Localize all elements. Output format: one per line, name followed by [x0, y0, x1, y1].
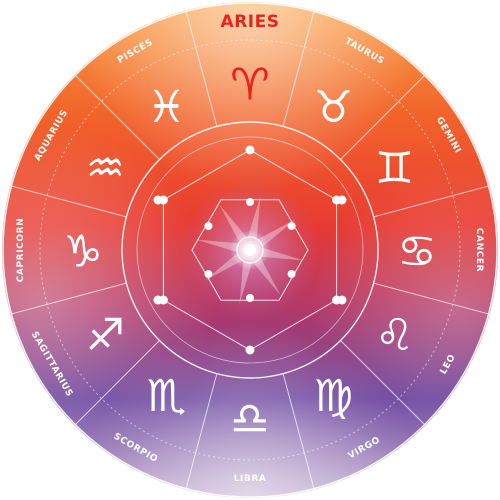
aquarius-icon[interactable]: ♒	[86, 143, 125, 194]
sign-divider	[74, 74, 160, 160]
leo-icon[interactable]: ♌	[375, 310, 414, 361]
pisces-icon[interactable]: ♓	[147, 82, 186, 133]
diagram-node	[245, 145, 255, 155]
sign-divider	[185, 11, 218, 127]
sign-divider	[340, 340, 426, 426]
diagram-node	[153, 295, 163, 305]
diagram-nodes	[153, 145, 347, 355]
sign-label-aries[interactable]: ARIES	[221, 12, 280, 32]
sign-divider	[282, 11, 315, 127]
diagram-node	[287, 222, 296, 230]
diagram-node	[246, 198, 254, 206]
capricorn-icon[interactable]: ♑	[63, 227, 102, 278]
center-diagram	[153, 145, 347, 355]
sign-divider	[373, 185, 489, 218]
sign-divider	[11, 282, 127, 315]
diagram-node	[337, 195, 347, 205]
virgo-icon[interactable]: ♍	[314, 371, 353, 422]
diagram-node	[204, 222, 213, 230]
sign-label-libra[interactable]: LIBRA	[234, 474, 267, 484]
taurus-icon[interactable]: ♉	[314, 82, 353, 133]
scorpio-icon[interactable]: ♏	[147, 371, 186, 422]
sign-divider	[185, 373, 218, 489]
diagram-node	[204, 270, 213, 278]
diagram-node	[337, 295, 347, 305]
sign-label-cancer[interactable]: CANCER	[474, 228, 484, 272]
cancer-icon[interactable]: ♋	[397, 227, 436, 278]
sign-divider	[340, 74, 426, 160]
libra-icon[interactable]: ♎	[230, 394, 269, 445]
sign-divider	[74, 340, 160, 426]
sign-dividers	[11, 11, 489, 489]
diagram-node	[246, 294, 254, 302]
aries-icon[interactable]: ♈	[230, 60, 269, 111]
sign-divider	[282, 373, 315, 489]
diagram-node	[287, 270, 296, 278]
sagittarius-icon[interactable]: ♐	[86, 310, 125, 361]
diagram-node	[245, 345, 255, 355]
center-core	[230, 230, 270, 270]
diagram-polygon	[191, 199, 309, 301]
sign-divider	[373, 282, 489, 315]
gemini-icon[interactable]: ♊	[375, 143, 414, 194]
sign-glyphs: ♈ ♉ ♊ ♋ ♌ ♍ ♎ ♏ ♐ ♑ ♒ ♓	[63, 60, 436, 445]
sign-divider	[11, 185, 127, 218]
diagram-node	[153, 195, 163, 205]
sign-label-capricorn[interactable]: CAPRICORN	[16, 218, 26, 283]
